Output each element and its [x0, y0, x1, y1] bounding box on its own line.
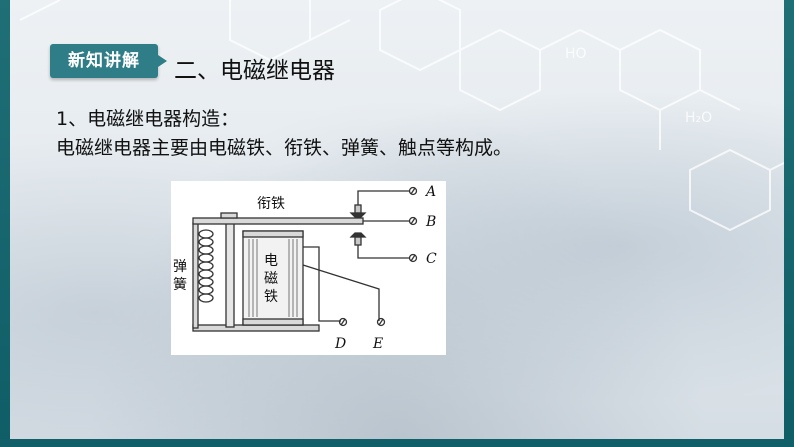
label-magnet-3: 铁	[264, 289, 278, 305]
wire-c	[357, 245, 409, 259]
section-badge: 新知讲解	[50, 44, 167, 78]
coil-windings	[248, 239, 298, 317]
pivot-cap	[220, 212, 238, 219]
label-spring-1: 弹	[173, 259, 187, 275]
label-magnet-2: 磁	[264, 271, 278, 287]
right-border	[784, 0, 794, 447]
structure-paragraph: 电磁继电器主要由电磁铁、衔铁、弹簧、触点等构成。	[56, 137, 513, 159]
structure-subtitle: 1、电磁继电器构造：	[56, 108, 240, 130]
relay-diagram: 衔铁 弹 簧 电 磁 铁 A B C D E	[171, 181, 446, 355]
section-title: 二、电磁继电器	[174, 58, 335, 84]
wire-e	[302, 264, 380, 321]
terminal-c: C	[426, 251, 437, 267]
label-magnet-1: 电	[264, 253, 278, 269]
base-plate	[192, 324, 320, 332]
bottom-border	[0, 439, 794, 447]
terminal-d: D	[334, 336, 346, 352]
left-border	[0, 0, 10, 447]
label-armature: 衔铁	[257, 196, 285, 212]
spring	[198, 229, 214, 303]
pivot-post	[225, 220, 235, 328]
terminal-e: E	[372, 336, 383, 352]
relay-diagram-svg: 衔铁 弹 簧 电 磁 铁 A B C D E	[173, 184, 437, 352]
armature	[192, 217, 364, 225]
wire-a	[357, 190, 409, 205]
left-post	[192, 222, 199, 329]
wire-d	[303, 246, 341, 322]
chem-text-h2o: H₂O	[685, 110, 712, 126]
terminal-a: A	[424, 184, 436, 200]
terminal-b: B	[425, 214, 436, 230]
label-spring-2: 簧	[173, 277, 187, 293]
chem-text-ho: HO	[565, 46, 587, 62]
